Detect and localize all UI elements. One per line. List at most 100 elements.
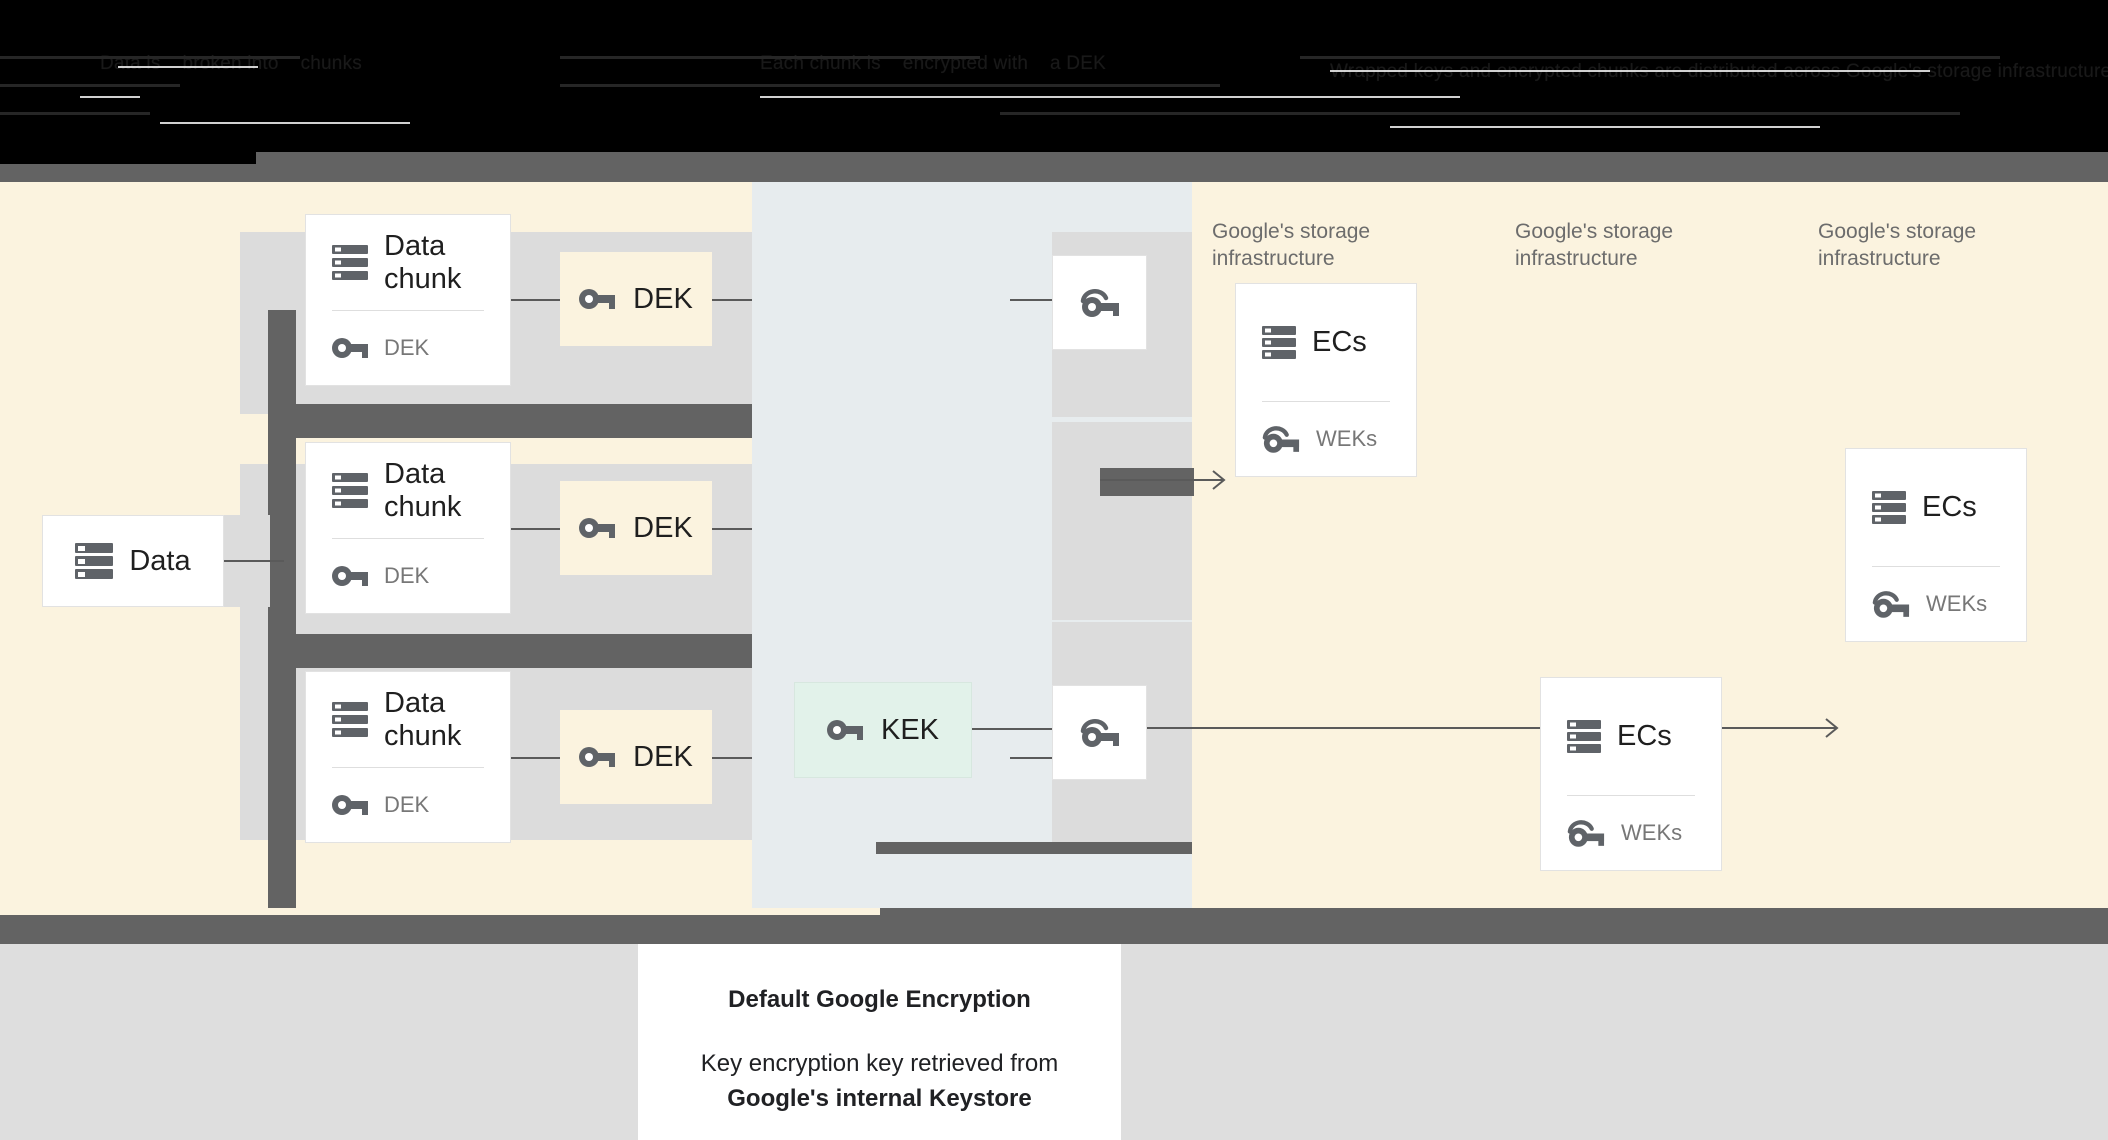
data-chunk-card[interactable]: Data chunk DEK [305, 214, 511, 386]
redaction-highlight [160, 122, 410, 124]
redaction-strike [0, 84, 180, 87]
wrapped-key-icon [1872, 590, 1910, 619]
top-obscured-banner: Data is broken into chunks Each chunk is… [0, 0, 2108, 160]
bracket-horizontal-bar [268, 634, 752, 668]
card-header: ECs [1236, 284, 1416, 401]
dek-box[interactable]: DEK [560, 252, 712, 346]
ec-card-title: ECs [1922, 491, 1977, 523]
redaction-strike [560, 56, 980, 59]
flow-arrow [1100, 460, 1235, 505]
connector-line [224, 560, 284, 562]
data-chunk-key-label: DEK [384, 792, 430, 817]
footer-notch [0, 908, 880, 915]
ec-card-key-label: WEKs [1621, 820, 1683, 845]
key-icon [332, 337, 368, 359]
connector-line [1010, 299, 1052, 301]
ec-card[interactable]: ECs WEKs [1235, 283, 1417, 477]
dek-box[interactable]: DEK [560, 481, 712, 575]
storage-icon [1567, 719, 1601, 755]
header-notch [0, 152, 256, 164]
key-icon [826, 719, 863, 741]
diagram-body: Data Data chunk [0, 182, 2108, 1010]
data-source-label: Data [129, 544, 191, 577]
data-chunk-card[interactable]: Data chunk DEK [305, 442, 511, 614]
card-divider [1262, 401, 1390, 402]
redaction-strike [0, 112, 150, 115]
key-icon [579, 517, 616, 539]
connector-line [1010, 757, 1052, 759]
card-footer: WEKs [1541, 796, 1721, 870]
storage-infrastructure-label: Google's storage infrastructure [1515, 220, 1674, 270]
dek-label: DEK [633, 511, 693, 544]
data-chunk-key-label: DEK [384, 563, 430, 588]
connector-line [511, 757, 560, 759]
gray-column-strip [1052, 422, 1192, 620]
connector-line [511, 299, 560, 301]
card-divider [332, 767, 484, 768]
key-icon [579, 288, 616, 310]
redaction-strike [1000, 112, 1960, 115]
data-chunk-title: Data chunk [384, 457, 462, 523]
dek-box[interactable]: DEK [560, 710, 712, 804]
redaction-strike [1300, 56, 2000, 59]
wrapped-key-icon [1080, 288, 1120, 318]
card-header: Data chunk [306, 443, 510, 538]
connector-line [712, 528, 752, 530]
ec-card[interactable]: ECs WEKs [1540, 677, 1722, 871]
caption-line-1: Key encryption key retrieved from [700, 1050, 1059, 1077]
obscured-text-fragment-2: Each chunk is encrypted with a DEK [760, 53, 1106, 74]
card-header: ECs [1541, 678, 1721, 795]
wrapped-key-icon [1262, 425, 1300, 454]
storage-icon [1262, 325, 1296, 361]
card-header: Data chunk [306, 672, 510, 767]
ec-card-title: ECs [1617, 720, 1672, 752]
redaction-highlight [1330, 70, 1930, 72]
connector-line [511, 528, 560, 530]
key-icon [332, 794, 368, 816]
wrapped-key-icon [1567, 819, 1605, 848]
card-header: Data chunk [306, 215, 510, 310]
card-divider [1872, 566, 2000, 567]
bracket-stub-bar [1100, 468, 1194, 496]
ec-card-title: ECs [1312, 326, 1367, 358]
wrapped-key-box[interactable] [1052, 685, 1147, 780]
card-divider [332, 310, 484, 311]
caption-line-2: Google's internal Keystore [727, 1085, 1032, 1112]
storage-icon [332, 472, 368, 510]
data-source-card[interactable]: Data [42, 515, 224, 607]
kek-label: KEK [880, 713, 940, 746]
card-footer: DEK [306, 539, 510, 613]
key-icon [579, 746, 616, 768]
redaction-strike [0, 56, 300, 59]
connector-line [712, 299, 752, 301]
data-chunk-key-label: DEK [384, 335, 430, 360]
card-header: ECs [1846, 449, 2026, 566]
ec-card-key-label: WEKs [1926, 591, 1988, 616]
kek-box[interactable]: KEK [794, 682, 972, 778]
caption-card: Default Google Encryption Key encryption… [638, 944, 1121, 1140]
storage-icon [332, 244, 368, 282]
storage-icon [332, 701, 368, 739]
data-chunk-title: Data chunk [384, 686, 462, 752]
connector-line [712, 757, 752, 759]
bracket-base-bar [876, 842, 1192, 854]
key-icon [332, 565, 368, 587]
caption-body: Key encryption key retrieved from Google… [701, 1046, 1058, 1116]
redaction-highlight [1390, 126, 1820, 128]
redaction-strike [560, 84, 1220, 87]
flow-arrow-long [1147, 708, 1847, 753]
ec-card[interactable]: ECs WEKs [1845, 448, 2027, 642]
storage-infrastructure-label: Google's storage infrastructure [1818, 220, 1977, 270]
caption-title: Default Google Encryption [728, 986, 1031, 1013]
data-chunk-card[interactable]: Data chunk DEK [305, 671, 511, 843]
obscured-text-fragment-1: Data is broken into chunks [100, 53, 362, 74]
connector-line [972, 728, 1052, 730]
storage-icon [1872, 490, 1906, 526]
card-divider [1567, 795, 1695, 796]
card-footer: DEK [306, 768, 510, 842]
data-chunk-title: Data chunk [384, 229, 462, 295]
header-divider-bar [0, 152, 2108, 182]
dek-label: DEK [633, 740, 693, 773]
wrapped-key-box[interactable] [1052, 255, 1147, 350]
